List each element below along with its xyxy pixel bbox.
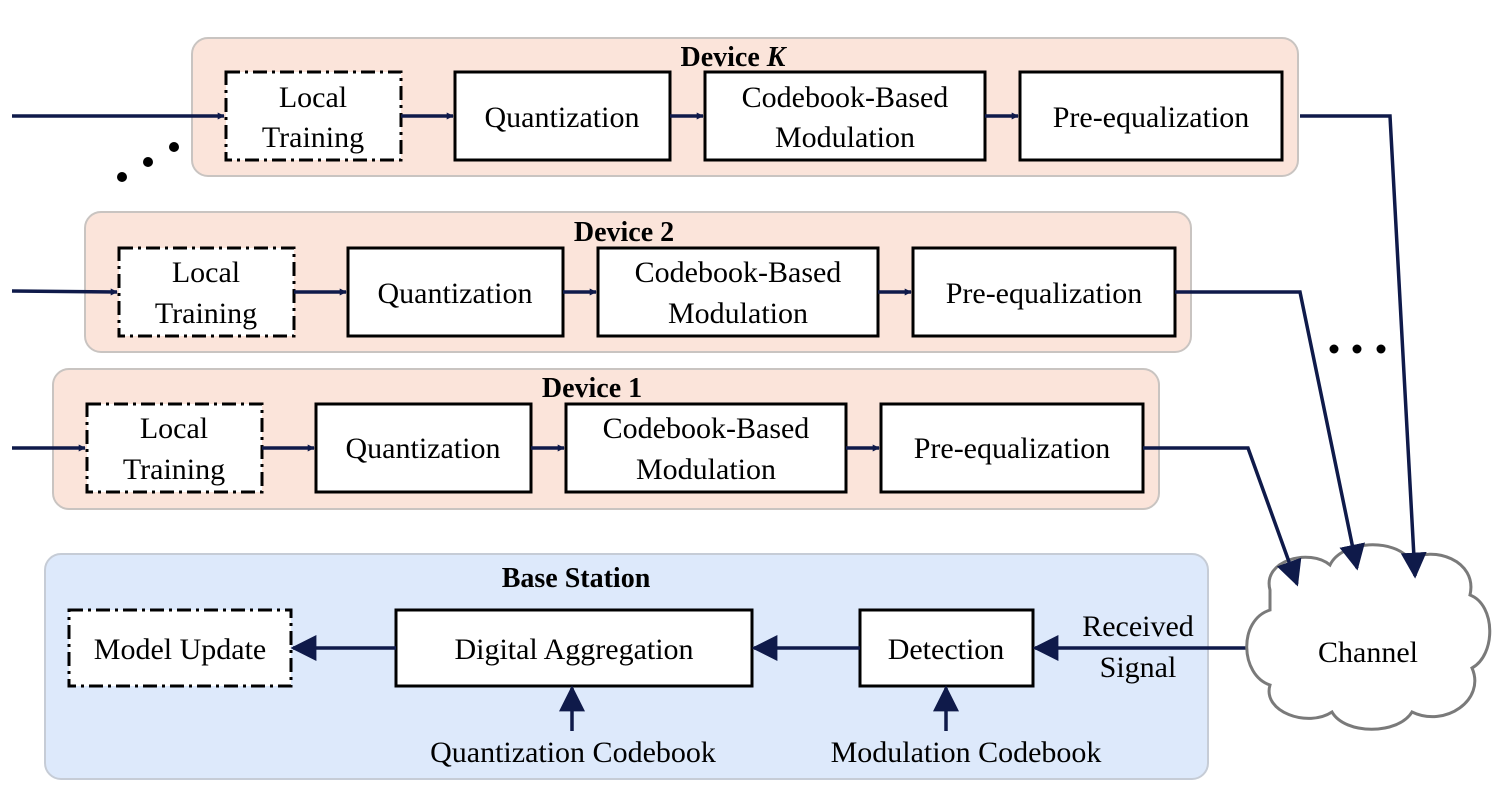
received-signal-label2: Signal <box>1100 651 1177 684</box>
base-station-title: Base Station <box>502 563 651 594</box>
device-k-panel: Device K Local Training Quantization Cod… <box>12 37 1299 177</box>
detection-label: Detection <box>888 633 1005 666</box>
device-k-modulation <box>703 70 987 162</box>
device-k-quantization-label: Quantization <box>485 101 640 134</box>
device-1-modulation-label1: Codebook-Based <box>603 412 810 445</box>
device-2-local-training-label2: Training <box>155 297 257 330</box>
device-1-output-arrow <box>1143 446 1302 587</box>
device-1-local-training <box>85 402 264 494</box>
device-1-panel: Device 1 Local Training Quantization Cod… <box>12 368 1160 510</box>
device-2-quantization <box>346 246 565 338</box>
device-k-pre-equalization <box>1018 70 1284 162</box>
device-k-pre-equalization-label: Pre-equalization <box>1053 101 1250 134</box>
device-k-title: Device K <box>681 42 788 73</box>
device-k-modulation-label1: Codebook-Based <box>742 81 949 114</box>
model-update-block <box>67 608 293 688</box>
channel-label: Channel <box>1318 636 1418 669</box>
device-1-quantization <box>314 402 533 494</box>
device-2-modulation-label1: Codebook-Based <box>635 256 842 289</box>
digital-aggregation-label: Digital Aggregation <box>454 633 693 666</box>
device-k-output-arrow <box>1300 114 1427 579</box>
device-2-pre-equalization <box>911 246 1177 338</box>
base-station-panel: Base Station Model Update Digital Aggreg… <box>44 553 1250 780</box>
received-signal-label1: Received <box>1082 610 1194 643</box>
device-2-local-training-label1: Local <box>172 256 240 289</box>
device-1-modulation <box>564 402 848 494</box>
device-1-pre-equalization <box>879 402 1145 494</box>
device-2-pre-equalization-label: Pre-equalization <box>946 277 1143 310</box>
device-1-modulation-label2: Modulation <box>636 453 776 486</box>
device-2-quantization-label: Quantization <box>378 277 533 310</box>
device-2-output-arrow <box>1175 290 1365 571</box>
model-update-label: Model Update <box>94 633 266 666</box>
device-1-title: Device 1 <box>542 373 642 404</box>
device-2-modulation-label2: Modulation <box>668 297 808 330</box>
device-ellipsis-left <box>117 142 179 182</box>
device-2-local-training <box>117 246 296 338</box>
device-1-local-training-label1: Local <box>140 412 208 445</box>
device-k-modulation-label2: Modulation <box>775 121 915 154</box>
digital-aggregation-block <box>394 608 754 688</box>
device-k-local-training-label1: Local <box>279 81 347 114</box>
device-2-input-arrow <box>11 288 118 296</box>
device-ellipsis-right <box>1329 344 1386 354</box>
device-2-modulation <box>596 246 880 338</box>
device-2-panel: Device 2 Local Training Quantization Cod… <box>11 211 1192 353</box>
modulation-codebook-label: Modulation Codebook <box>831 736 1102 769</box>
device-k-local-training <box>224 70 403 162</box>
quantization-codebook-label: Quantization Codebook <box>430 736 716 769</box>
device-2-title: Device 2 <box>574 217 674 248</box>
device-k-local-training-label2: Training <box>262 121 364 154</box>
channel-cloud: Channel <box>1245 543 1492 731</box>
device-1-pre-equalization-label: Pre-equalization <box>914 432 1111 465</box>
device-1-quantization-label: Quantization <box>346 432 501 465</box>
device-1-local-training-label2: Training <box>123 453 225 486</box>
